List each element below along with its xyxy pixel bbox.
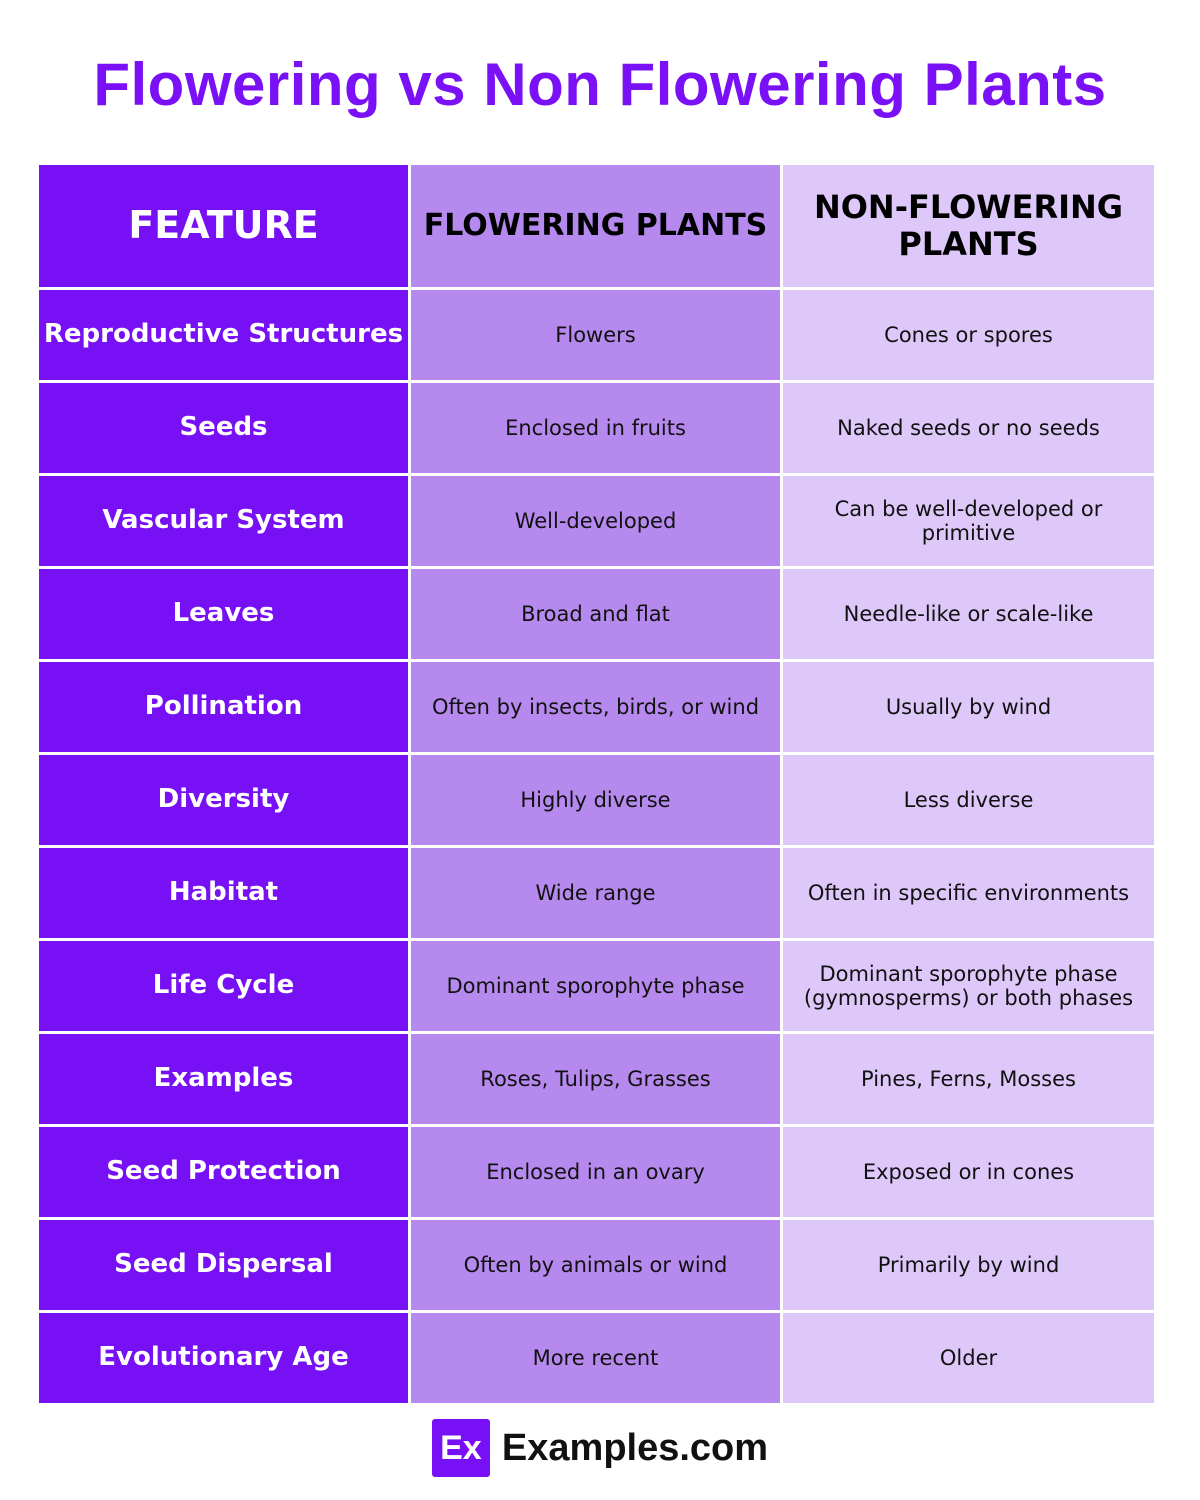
feature-cell: Pollination — [39, 662, 408, 752]
flowering-cell: Often by animals or wind — [411, 1220, 780, 1310]
feature-cell: Vascular System — [39, 476, 408, 566]
flowering-cell: Roses, Tulips, Grasses — [411, 1034, 780, 1124]
feature-cell: Seeds — [39, 383, 408, 473]
feature-cell: Evolutionary Age — [39, 1313, 408, 1403]
feature-cell: Leaves — [39, 569, 408, 659]
logo-icon: Ex — [431, 1419, 490, 1477]
non-flowering-cell: Less diverse — [783, 755, 1154, 845]
non-flowering-cell: Cones or spores — [783, 290, 1154, 380]
flowering-cell: Highly diverse — [411, 755, 780, 845]
header-feature: FEATURE — [39, 165, 408, 287]
comparison-table: FEATURE FLOWERING PLANTS NON-FLOWERING P… — [39, 165, 1154, 1403]
flowering-cell: Often by insects, birds, or wind — [411, 662, 780, 752]
flowering-cell: Well-developed — [411, 476, 780, 566]
footer-brand: Ex Examples.com — [0, 1419, 1200, 1477]
flowering-cell: Enclosed in an ovary — [411, 1127, 780, 1217]
feature-cell: Habitat — [39, 848, 408, 938]
header-flowering: FLOWERING PLANTS — [411, 165, 780, 287]
non-flowering-cell: Older — [783, 1313, 1154, 1403]
flowering-cell: Wide range — [411, 848, 780, 938]
flowering-cell: Broad and flat — [411, 569, 780, 659]
feature-cell: Examples — [39, 1034, 408, 1124]
feature-cell: Seed Dispersal — [39, 1220, 408, 1310]
non-flowering-cell: Pines, Ferns, Mosses — [783, 1034, 1154, 1124]
feature-cell: Reproductive Structures — [39, 290, 408, 380]
brand-name: Examples.com — [501, 1426, 769, 1469]
non-flowering-cell: Exposed or in cones — [783, 1127, 1154, 1217]
feature-cell: Diversity — [39, 755, 408, 845]
feature-cell: Life Cycle — [39, 941, 408, 1031]
flowering-cell: Dominant sporophyte phase — [411, 941, 780, 1031]
non-flowering-cell: Primarily by wind — [783, 1220, 1154, 1310]
flowering-cell: More recent — [411, 1313, 780, 1403]
non-flowering-cell: Needle-like or scale-like — [783, 569, 1154, 659]
non-flowering-cell: Usually by wind — [783, 662, 1154, 752]
header-non-flowering: NON-FLOWERING PLANTS — [783, 165, 1154, 287]
non-flowering-cell: Naked seeds or no seeds — [783, 383, 1154, 473]
page-title: Flowering vs Non Flowering Plants — [93, 51, 1107, 118]
flowering-cell: Flowers — [411, 290, 780, 380]
non-flowering-cell: Often in specific environments — [783, 848, 1154, 938]
non-flowering-cell: Can be well-developed or primitive — [783, 476, 1154, 566]
non-flowering-cell: Dominant sporophyte phase (gymnosperms) … — [783, 941, 1154, 1031]
flowering-cell: Enclosed in fruits — [411, 383, 780, 473]
feature-cell: Seed Protection — [39, 1127, 408, 1217]
